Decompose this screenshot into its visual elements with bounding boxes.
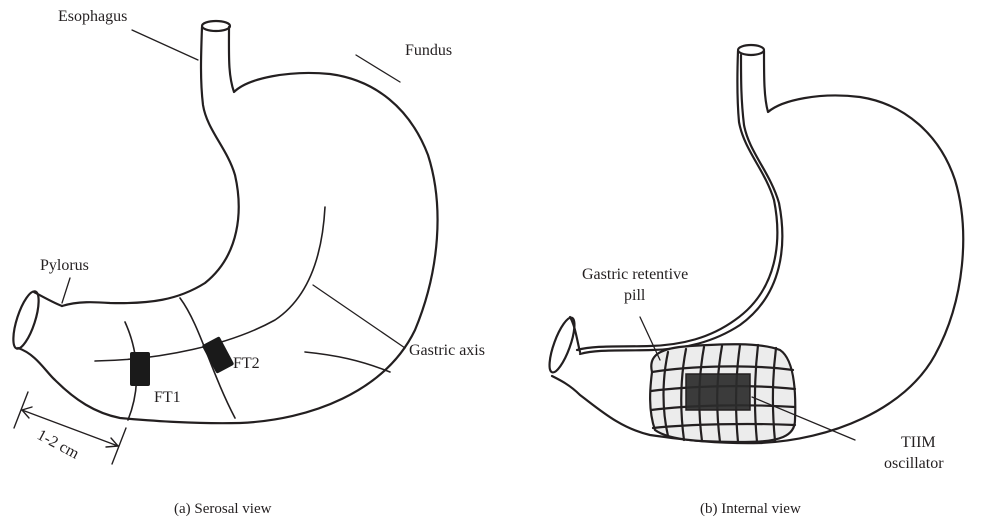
tiim-oscillator [686, 374, 750, 410]
leader-lines-a [62, 30, 405, 348]
label-pill-line2: pill [624, 287, 646, 304]
label-distance: 1-2 cm [34, 427, 82, 463]
ft1-device [130, 352, 150, 386]
label-tiim-line2: oscillator [884, 455, 944, 472]
caption-a: (a) Serosal view [174, 501, 272, 517]
ft2-device [202, 336, 235, 374]
caption-b: (b) Internal view [700, 501, 801, 517]
panel-internal-view: Gastric retentive pill TIIM oscillator (… [545, 45, 964, 517]
panel-serosal-view: Esophagus Fundus Pylorus Gastric axis FT… [8, 8, 485, 517]
label-ft2: FT2 [233, 355, 260, 372]
label-gastric-axis: Gastric axis [409, 342, 485, 359]
label-esophagus: Esophagus [58, 8, 127, 25]
label-tiim-line1: TIIM [901, 434, 936, 451]
label-ft1: FT1 [154, 389, 181, 406]
gastric-axis-a [95, 207, 390, 420]
label-pill-line1: Gastric retentive [582, 266, 688, 283]
label-pylorus: Pylorus [40, 257, 89, 274]
label-fundus: Fundus [405, 42, 452, 59]
